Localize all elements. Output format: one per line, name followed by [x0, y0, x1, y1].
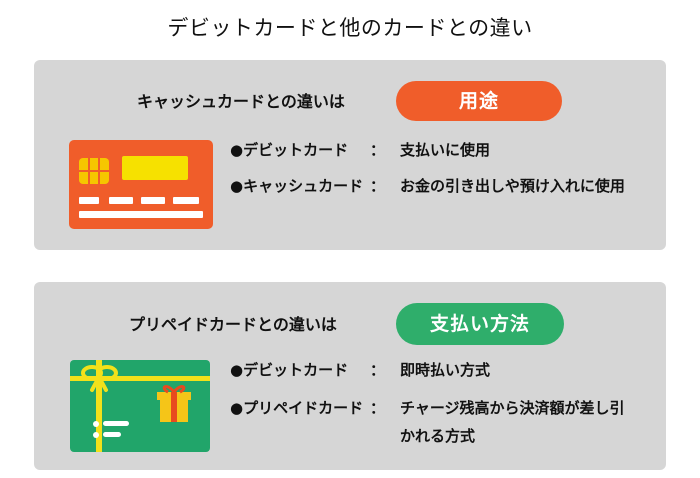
compare-label: ●デビットカード [230, 361, 349, 379]
compare-label: ●プリペイドカード [230, 399, 364, 417]
section-heading: プリペイドカードとの違いは [129, 315, 337, 334]
compare-colon: ： [370, 399, 386, 417]
section-heading: キャッシュカードとの違いは [137, 92, 345, 111]
card-window-icon [122, 156, 188, 180]
compare-row: ●プリペイドカード ： チャージ残高から決済額が差し引かれる方式 [230, 394, 650, 454]
compare-colon: ： [370, 361, 386, 379]
card-chip-icon [79, 158, 109, 184]
page-title: デビットカードと他のカードとの違い [167, 16, 533, 40]
cash-card-icon [69, 140, 213, 229]
compare-label: ●キャッシュカード [230, 177, 364, 195]
compare-value: 支払いに使用 [400, 141, 491, 159]
compare-colon: ： [370, 141, 386, 159]
compare-row: ●キャッシュカード ： お金の引き出しや預け入れに使用 [230, 172, 650, 232]
compare-row: ●デビットカード ： 支払いに使用 [230, 136, 650, 164]
badge-usage: 用途 [396, 81, 562, 121]
compare-value: お金の引き出しや預け入れに使用 [400, 177, 625, 195]
compare-row: ●デビットカード ： 即時払い方式 [230, 356, 650, 384]
compare-value: 即時払い方式 [400, 361, 491, 379]
compare-value: チャージ残高から決済額が差し引かれる方式 [400, 399, 625, 445]
badge-payment-method: 支払い方法 [396, 303, 564, 345]
gift-card-icon [70, 360, 210, 452]
compare-label: ●デビットカード [230, 141, 349, 159]
compare-colon: ： [370, 177, 386, 195]
gift-card-graphic [70, 360, 210, 452]
